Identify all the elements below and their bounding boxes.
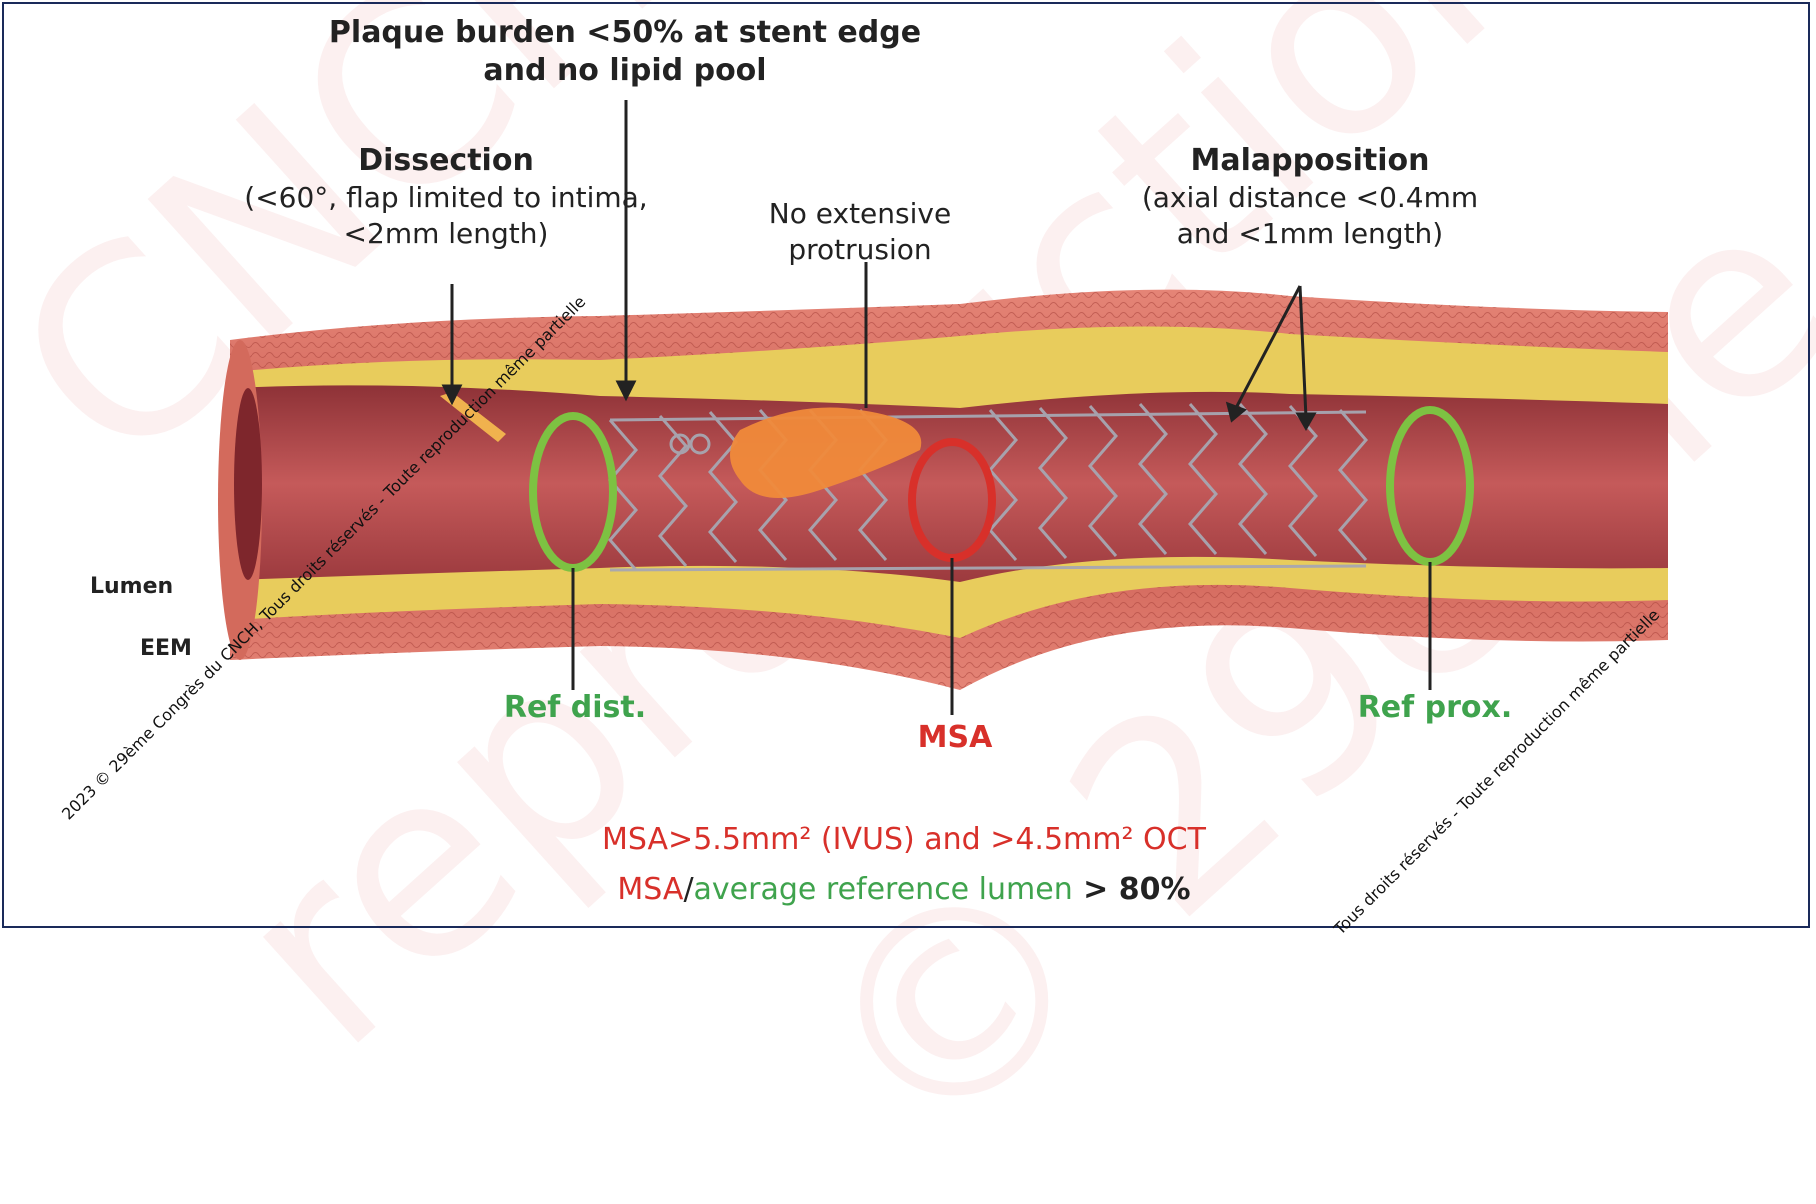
- ref-prox-label: Ref prox.: [1355, 690, 1515, 725]
- dissection-label: Dissection (<60°, flap limited to intima…: [136, 142, 756, 252]
- criteria-ref-lumen: average reference lumen: [694, 872, 1073, 907]
- criteria-threshold: > 80%: [1073, 872, 1191, 907]
- criteria-slash: /: [683, 872, 693, 907]
- artery-diagram: [0, 0, 1816, 932]
- protrusion-label: No extensive protrusion: [700, 196, 1020, 268]
- criteria-line-1: MSA>5.5mm² (IVUS) and >4.5mm² OCT: [0, 822, 1812, 857]
- criteria-line-2: MSA/average reference lumen > 80%: [0, 872, 1812, 907]
- criteria-msa: MSA: [617, 872, 683, 907]
- eem-label: EEM: [140, 636, 192, 661]
- ref-dist-label: Ref dist.: [500, 690, 650, 725]
- msa-label: MSA: [900, 720, 1010, 755]
- lumen-label: Lumen: [90, 574, 173, 599]
- plaque-burden-label: Plaque burden <50% at stent edge and no …: [300, 14, 950, 90]
- malapposition-label: Malapposition (axial distance <0.4mm and…: [1080, 142, 1540, 252]
